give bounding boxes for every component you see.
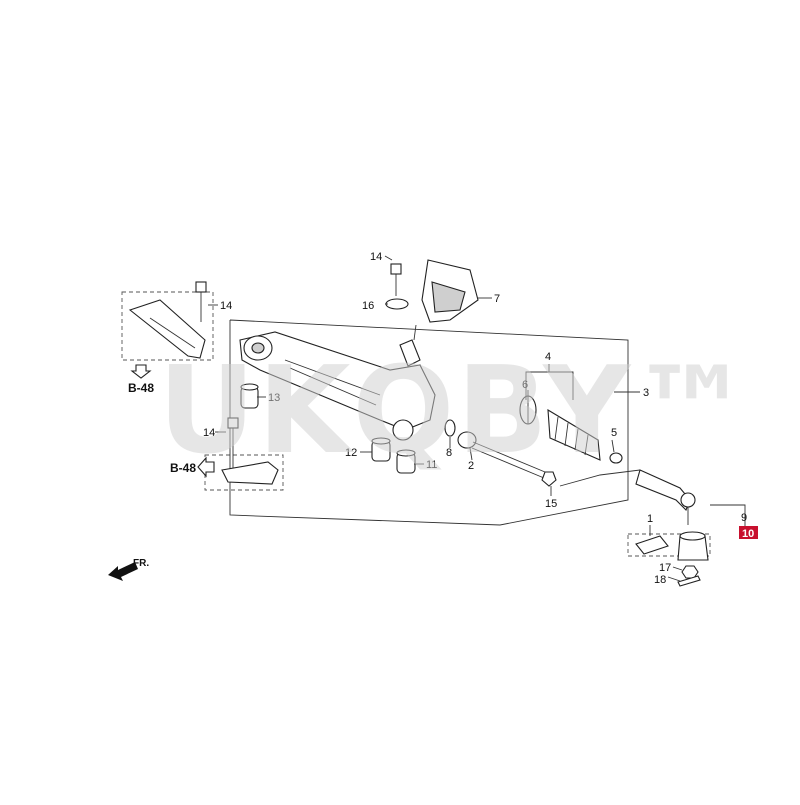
b48-lower-arrow-icon[interactable] (197, 456, 215, 478)
cotter-pin-18[interactable] (677, 575, 701, 587)
callout-14-lower-left: 14 (203, 427, 215, 439)
callout-2: 2 (468, 460, 474, 472)
gearbox-boot-7[interactable] (421, 259, 479, 323)
steering-rack-housing[interactable] (239, 324, 436, 441)
bushing-13[interactable] (240, 383, 259, 409)
ref-b48-upper[interactable]: B-48 (128, 381, 154, 395)
upper-mount-bracket[interactable] (128, 299, 206, 359)
callout-1: 1 (647, 513, 653, 525)
tie-rod-2[interactable] (457, 431, 546, 479)
callout-17: 17 (659, 562, 671, 574)
lower-bracket-frame (204, 454, 284, 491)
highlight-10-badge[interactable] (739, 526, 758, 539)
nut-15[interactable] (541, 471, 557, 487)
callout-3: 3 (643, 387, 649, 399)
callout-6: 6 (522, 379, 528, 391)
callout-15: 15 (545, 498, 557, 510)
front-arrow-icon (108, 562, 138, 581)
callout-16: 16 (362, 300, 374, 312)
tie-rod-end-9-10[interactable] (635, 469, 696, 525)
boot-clip-5[interactable] (609, 452, 623, 464)
washer-16[interactable] (385, 298, 409, 310)
callout-12: 12 (345, 447, 357, 459)
ref-b48-lower[interactable]: B-48 (170, 461, 196, 475)
callout-7: 7 (494, 293, 500, 305)
callout-10: 10 (742, 528, 754, 540)
callout-5: 5 (611, 427, 617, 439)
b48-upper-arrow-icon[interactable] (130, 364, 152, 379)
o-ring-8[interactable] (444, 419, 456, 437)
callout-14-upper-left: 14 (220, 300, 232, 312)
bolt-14-top[interactable] (390, 263, 402, 296)
callout-13: 13 (268, 392, 280, 404)
rack-boot-4[interactable] (547, 408, 601, 461)
callout-18: 18 (654, 574, 666, 586)
callout-9: 9 (741, 512, 747, 524)
lower-mount-bracket[interactable] (221, 461, 279, 485)
dust-seal-1[interactable] (635, 535, 669, 555)
callout-14-top: 14 (370, 251, 382, 263)
dust-cover[interactable] (677, 531, 709, 561)
callout-8: 8 (446, 447, 452, 459)
watermark: UKQBY™ (158, 342, 754, 481)
callout-11: 11 (426, 459, 437, 471)
bolt-14-upper-left[interactable] (195, 281, 207, 322)
bolt-14-lower-left[interactable] (227, 417, 239, 468)
bushing-12[interactable] (371, 437, 391, 462)
front-label: FR. (133, 558, 149, 569)
bushing-11[interactable] (396, 449, 416, 474)
callout-4: 4 (545, 351, 551, 363)
